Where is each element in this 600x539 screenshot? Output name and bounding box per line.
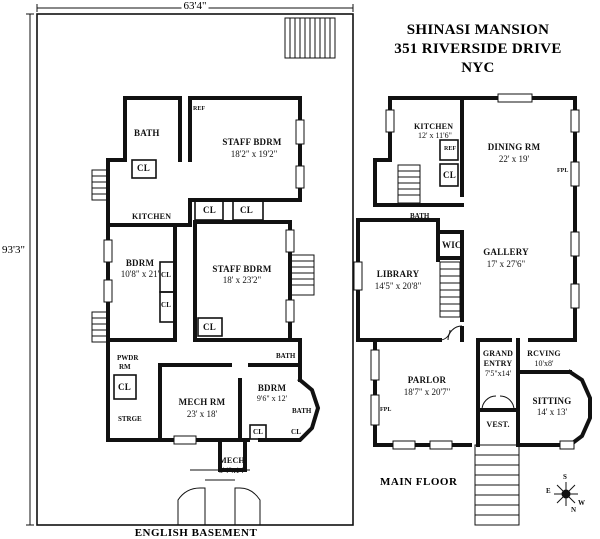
basement-closets bbox=[113, 159, 267, 440]
basement-cl-label-9: CL bbox=[291, 428, 302, 436]
main-floor-front-stoop bbox=[474, 444, 520, 526]
door-swings bbox=[439, 325, 515, 411]
staff-bdrm-1-dim: 18'2" x 19'2" bbox=[230, 149, 278, 159]
dining-label: DINING RM bbox=[487, 142, 541, 152]
main-floor-stair-library bbox=[439, 261, 461, 318]
basement-areaway bbox=[177, 469, 261, 525]
main-floor-stair-kitchen bbox=[397, 164, 421, 204]
parlor-dim: 18'7" x 20'7" bbox=[403, 387, 451, 397]
vest-label: VEST. bbox=[486, 420, 510, 429]
bdrm2-label: BDRM bbox=[257, 383, 287, 393]
staff-bdrm-2-dim: 18' x 23'2" bbox=[222, 275, 262, 285]
basement-interior-stair bbox=[289, 254, 315, 296]
compass-e: E bbox=[546, 487, 551, 495]
basement-cl-label-3: CL bbox=[240, 205, 253, 215]
compass-w: W bbox=[578, 499, 585, 507]
main-floor-windows bbox=[353, 93, 580, 450]
fpl-label-2: FPL bbox=[380, 407, 392, 413]
library-label: LIBRARY bbox=[376, 269, 420, 279]
basement-cl-label-5: CL bbox=[161, 301, 172, 309]
gallery-dim: 17' x 27'6" bbox=[486, 259, 526, 269]
basement-cl-label-1: CL bbox=[137, 163, 150, 173]
fpl-label-1: FPL bbox=[557, 168, 569, 174]
wic-label: WIC bbox=[442, 240, 462, 250]
main-kitchen-dim: 12' x 11'6" bbox=[418, 131, 452, 140]
entry-label: ENTRY bbox=[483, 359, 513, 368]
bdrm2-dim: 9'6" x 12' bbox=[256, 394, 288, 403]
title-line-2: 351 RIVERSIDE DRIVE bbox=[394, 41, 562, 57]
main-kitchen-label: KITCHEN bbox=[414, 122, 454, 131]
dining-dim: 22' x 19' bbox=[498, 154, 530, 164]
pwdr-label: PWDR bbox=[117, 354, 139, 362]
mech-rm-label: MECH RM bbox=[178, 397, 226, 407]
grand-entry-dim: 7'5"x14' bbox=[484, 369, 512, 378]
basement-side-stair-1 bbox=[91, 169, 109, 201]
basement-bath2-label: BATH bbox=[276, 352, 296, 360]
compass-rose bbox=[554, 482, 578, 506]
main-ref-label: REF bbox=[444, 146, 456, 152]
sitting-dim: 14' x 13' bbox=[536, 407, 568, 417]
basement-bath3-label: BATH bbox=[292, 407, 312, 415]
staff-bdrm-2-label: STAFF BDRM bbox=[212, 264, 272, 274]
grand-label: GRAND bbox=[482, 349, 514, 358]
main-floor-closets bbox=[439, 139, 459, 187]
basement-bath-label: BATH bbox=[134, 128, 160, 138]
basement-windows bbox=[103, 119, 305, 445]
library-dim: 14'5" x 20'8" bbox=[374, 281, 422, 291]
basement-ref-label: REF bbox=[193, 106, 205, 112]
title-line-1: SHINASI MANSION bbox=[406, 22, 550, 38]
staff-bdrm-1-label: STAFF BDRM bbox=[222, 137, 282, 147]
width-dimension: 63'4" bbox=[181, 0, 209, 12]
depth-dimension: 93'3" bbox=[2, 244, 25, 256]
gallery-label: GALLERY bbox=[483, 247, 529, 257]
compass-n: N bbox=[571, 506, 577, 514]
compass-s: S bbox=[563, 473, 567, 481]
sitting-label: SITTING bbox=[532, 396, 572, 406]
rcving-label: RCVING bbox=[527, 349, 561, 358]
basement-cl-label-8: CL bbox=[253, 428, 264, 436]
main-cl-label: CL bbox=[443, 170, 456, 180]
mech-dim: 8'4"x14' bbox=[218, 466, 246, 475]
rear-stair bbox=[284, 17, 336, 59]
basement-cl-label-4: CL bbox=[161, 271, 172, 279]
basement-cl-label-2: CL bbox=[203, 205, 216, 215]
mech-label: MECH bbox=[219, 456, 245, 465]
basement-kitchen-label: KITCHEN bbox=[132, 212, 172, 221]
basement-bdrm-dim: 10'8" x 21' bbox=[120, 269, 160, 279]
title-line-3: NYC bbox=[461, 60, 495, 76]
rcving-dim: 10'x8' bbox=[534, 359, 554, 368]
basement-cl-label-7: CL bbox=[118, 382, 131, 392]
basement-bdrm-label: BDRM bbox=[125, 258, 155, 268]
basement-caption: ENGLISH BASEMENT bbox=[134, 527, 258, 539]
parlor-label: PARLOR bbox=[407, 375, 447, 385]
lot-outline bbox=[36, 13, 354, 526]
pwdr-rm-label: RM bbox=[119, 363, 131, 371]
basement-side-stair-2 bbox=[91, 311, 109, 343]
main-floor-caption: MAIN FLOOR bbox=[380, 476, 458, 488]
mech-rm-dim: 23' x 18' bbox=[186, 409, 218, 419]
strge-label: STRGE bbox=[118, 415, 142, 423]
basement-cl-label-6: CL bbox=[203, 322, 216, 332]
main-bath-label: BATH bbox=[410, 212, 430, 220]
